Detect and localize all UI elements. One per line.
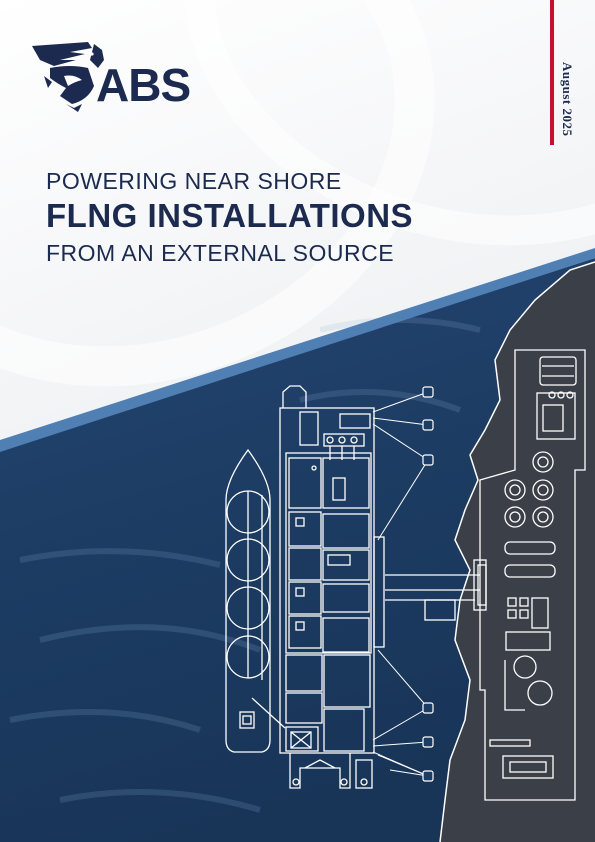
onshore-facility xyxy=(479,349,586,801)
accent-band xyxy=(0,248,595,452)
flng-vessel xyxy=(279,385,385,789)
abs-eagle-logo-icon xyxy=(32,42,104,112)
mooring-dolphins xyxy=(422,386,434,782)
title-line-1: POWERING NEAR SHORE xyxy=(46,168,342,194)
publication-date: August 2025 xyxy=(560,62,575,137)
lng-carrier xyxy=(225,448,286,753)
sea-area xyxy=(0,258,595,842)
shoreline-outline xyxy=(439,261,595,842)
title-line-3: FROM AN EXTERNAL SOURCE xyxy=(46,240,395,266)
date-accent-bar xyxy=(550,0,554,145)
mooring-lines xyxy=(372,391,429,777)
shoreline xyxy=(440,262,595,842)
title-line-2: FLNG INSTALLATIONS xyxy=(46,197,414,234)
power-cable xyxy=(385,559,487,621)
brand-wordmark: ABS xyxy=(96,59,191,111)
